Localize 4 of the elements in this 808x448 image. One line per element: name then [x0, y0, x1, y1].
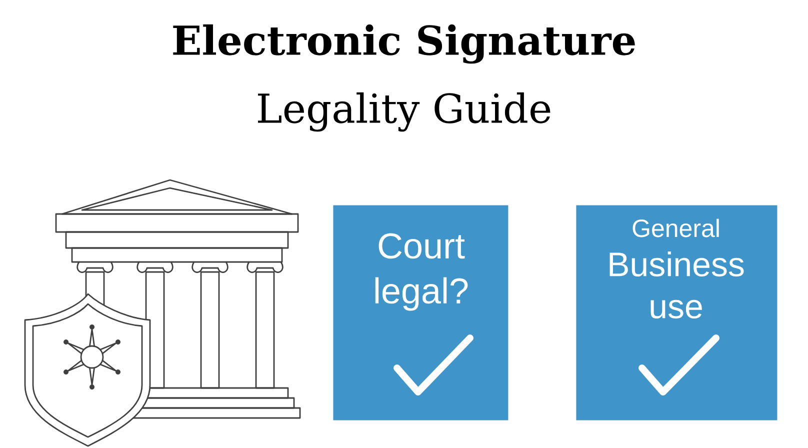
- subtitle: Legality Guide: [258, 92, 550, 132]
- answer-box: General Business use: [576, 205, 778, 420]
- title: Electronic Signature: [173, 24, 635, 64]
- answer-box: Court legal?: [333, 205, 508, 420]
